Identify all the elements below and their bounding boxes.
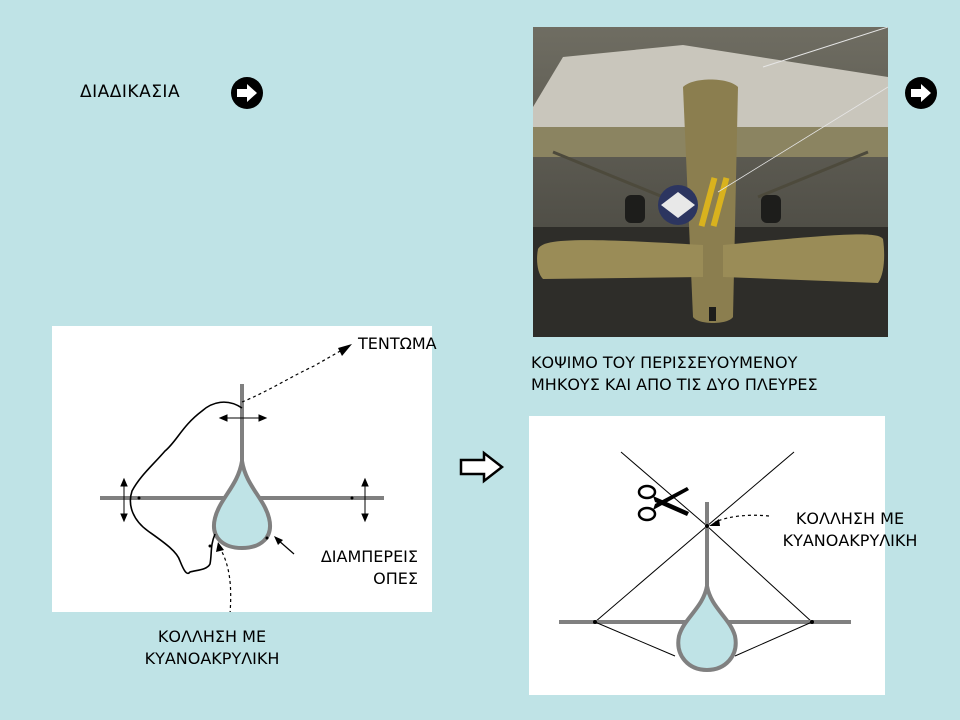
label-holes-line1: ΔΙΑΜΠΕΡΕΙΣ [320, 547, 418, 566]
label-glue-left: ΚΟΛΛΗΣΗ ΜΕ ΚΥΑΝΟΑΚΡΥΛΙΚΗ [112, 626, 312, 670]
glue-leader [219, 547, 232, 612]
circled-arrow-icon [230, 76, 264, 110]
tension-leader [241, 349, 343, 403]
trim-diagram [559, 451, 851, 673]
tension-arrowhead [338, 344, 352, 356]
outline-arrow-icon [458, 450, 506, 484]
ring-tension-diagram [100, 344, 384, 612]
string-curve [129, 401, 243, 575]
label-glue-right: ΚΟΛΛΗΣΗ ΜΕ ΚΥΑΝΟΑΚΡΥΛΙΚΗ [770, 508, 930, 552]
label-glue-left-line2: ΚΥΑΝΟΑΚΡΥΛΙΚΗ [144, 649, 280, 668]
label-tension: ΤΕΝΤΩΜΑ [358, 334, 437, 353]
photo-caption-line2: ΜΗΚΟΥΣ ΚΑΙ ΑΠΟ ΤΙΣ ΔΥΟ ΠΛΕΥΡΕΣ [531, 375, 818, 394]
label-glue-right-line1: ΚΟΛΛΗΣΗ ΜΕ [795, 509, 905, 528]
slide-title: ΔΙΑΔΙΚΑΣΙΑ [80, 82, 181, 102]
right-diagram-panel [529, 416, 885, 695]
scissors-icon [635, 482, 691, 524]
label-glue-left-line1: ΚΟΛΛΗΣΗ ΜΕ [157, 627, 267, 646]
photo-caption-line1: ΚΟΨΙΜΟ ΤΟΥ ΠΕΡΙΣΣΕΥΟΥΜΕΝΟΥ [531, 353, 798, 372]
teardrop-loop [211, 460, 273, 551]
double-arrows [120, 414, 369, 523]
label-holes: ΔΙΑΜΠΕΡΕΙΣ ΟΠΕΣ [300, 546, 418, 590]
airplane-model-photo [533, 27, 888, 337]
label-holes-line2: ΟΠΕΣ [373, 569, 418, 588]
circled-arrow-icon [904, 76, 938, 110]
photo-caption: ΚΟΨΙΜΟ ΤΟΥ ΠΕΡΙΣΣΕΥΟΥΜΕΝΟΥ ΜΗΚΟΥΣ ΚΑΙ ΑΠ… [531, 352, 818, 396]
label-glue-right-line2: ΚΥΑΝΟΑΚΡΥΛΙΚΗ [782, 531, 918, 550]
left-diagram-panel [52, 326, 432, 612]
